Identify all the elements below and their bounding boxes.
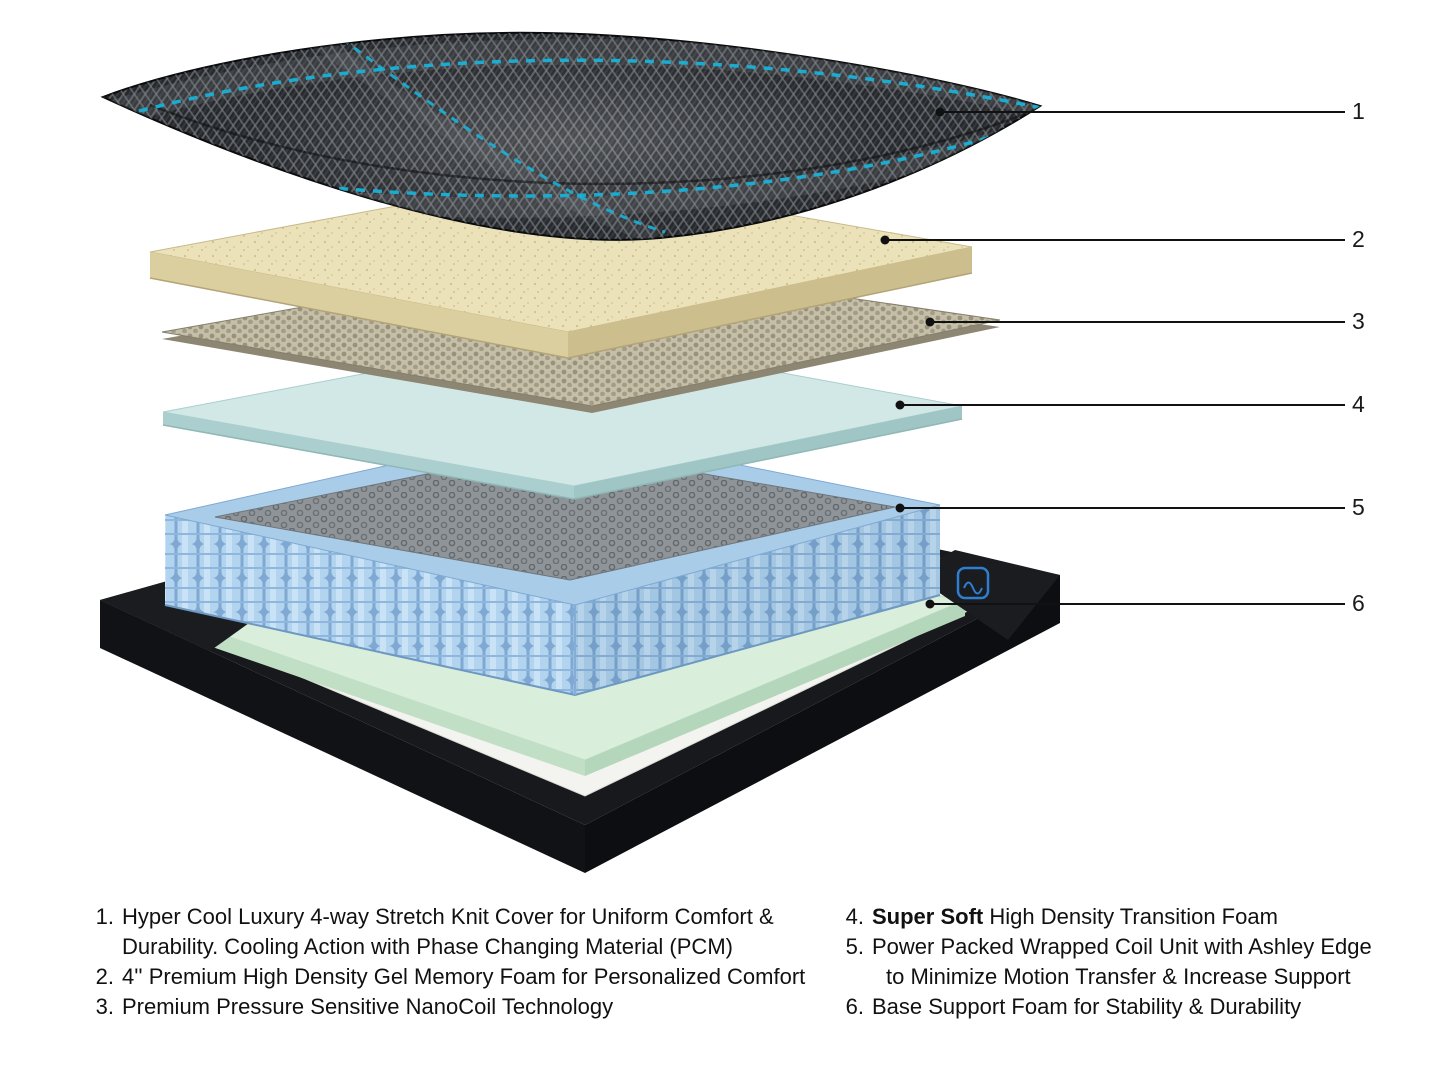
diagram-canvas bbox=[100, 31, 1345, 873]
callout-number-4: 4 bbox=[1352, 391, 1365, 417]
legend-item-4: 4. Super Soft High Density Transition Fo… bbox=[838, 902, 1418, 932]
callout-number-3: 3 bbox=[1352, 308, 1365, 334]
legend-right-column: 4. Super Soft High Density Transition Fo… bbox=[838, 902, 1418, 1022]
legend-line: Super Soft High Density Transition Foam bbox=[872, 902, 1278, 932]
callout-number-6: 6 bbox=[1352, 590, 1365, 616]
legend-line: Premium Pressure Sensitive NanoCoil Tech… bbox=[122, 994, 614, 1019]
legend-item-6-number: 6. bbox=[845, 994, 864, 1019]
legend-item-3-number: 3. bbox=[95, 994, 114, 1019]
legend-line: to Minimize Motion Transfer & Increase S… bbox=[886, 964, 1351, 989]
legend-item-4-rest: High Density Transition Foam bbox=[983, 904, 1278, 929]
legend-item-2: 2. 4'' Premium High Density Gel Memory F… bbox=[88, 962, 828, 992]
legend-item-4-bold: Super Soft bbox=[872, 904, 984, 929]
cover-accent-stripe bbox=[329, 32, 666, 234]
legend-line: Durability. Cooling Action with Phase Ch… bbox=[122, 934, 733, 959]
legend-item-2-text: 4'' Premium High Density Gel Memory Foam… bbox=[122, 962, 805, 992]
legend-item-4-number: 4. bbox=[845, 904, 864, 929]
legend-item-2-number: 2. bbox=[95, 964, 114, 989]
legend-item-5: 5. Power Packed Wrapped Coil Unit with A… bbox=[838, 932, 1418, 992]
brand-logo-icon bbox=[956, 566, 990, 600]
legend-left-column: 1. Hyper Cool Luxury 4-way Stretch Knit … bbox=[88, 902, 828, 1022]
layer-1-knit-cover bbox=[100, 31, 1043, 241]
legend-item-6: 6. Base Support Foam for Stability & Dur… bbox=[838, 992, 1418, 1022]
legend-item-3: 3. Premium Pressure Sensitive NanoCoil T… bbox=[88, 992, 828, 1022]
legend-item-1-text: Hyper Cool Luxury 4-way Stretch Knit Cov… bbox=[122, 902, 774, 962]
legend-item-1-number: 1. bbox=[95, 904, 114, 929]
legend-item-3-text: Premium Pressure Sensitive NanoCoil Tech… bbox=[122, 992, 613, 1022]
callout-number-2: 2 bbox=[1352, 226, 1365, 252]
legend-item-5-text: Power Packed Wrapped Coil Unit with Ashl… bbox=[872, 932, 1372, 992]
callout-lines bbox=[880, 107, 1345, 609]
layer-5-coil-unit bbox=[164, 427, 941, 697]
legend-item-5-number: 5. bbox=[845, 934, 864, 959]
legend-line: 4'' Premium High Density Gel Memory Foam… bbox=[122, 964, 806, 989]
callout-number-5: 5 bbox=[1352, 494, 1365, 520]
legend-line: Power Packed Wrapped Coil Unit with Ashl… bbox=[872, 934, 1372, 959]
legend-item-1: 1. Hyper Cool Luxury 4-way Stretch Knit … bbox=[88, 902, 828, 962]
legend-line: Base Support Foam for Stability & Durabi… bbox=[872, 994, 1302, 1019]
legend-line: Hyper Cool Luxury 4-way Stretch Knit Cov… bbox=[122, 904, 774, 929]
legend-item-4-text: Super Soft High Density Transition Foam bbox=[872, 902, 1278, 932]
callout-number-1: 1 bbox=[1352, 98, 1365, 124]
legend-item-6-text: Base Support Foam for Stability & Durabi… bbox=[872, 992, 1301, 1022]
